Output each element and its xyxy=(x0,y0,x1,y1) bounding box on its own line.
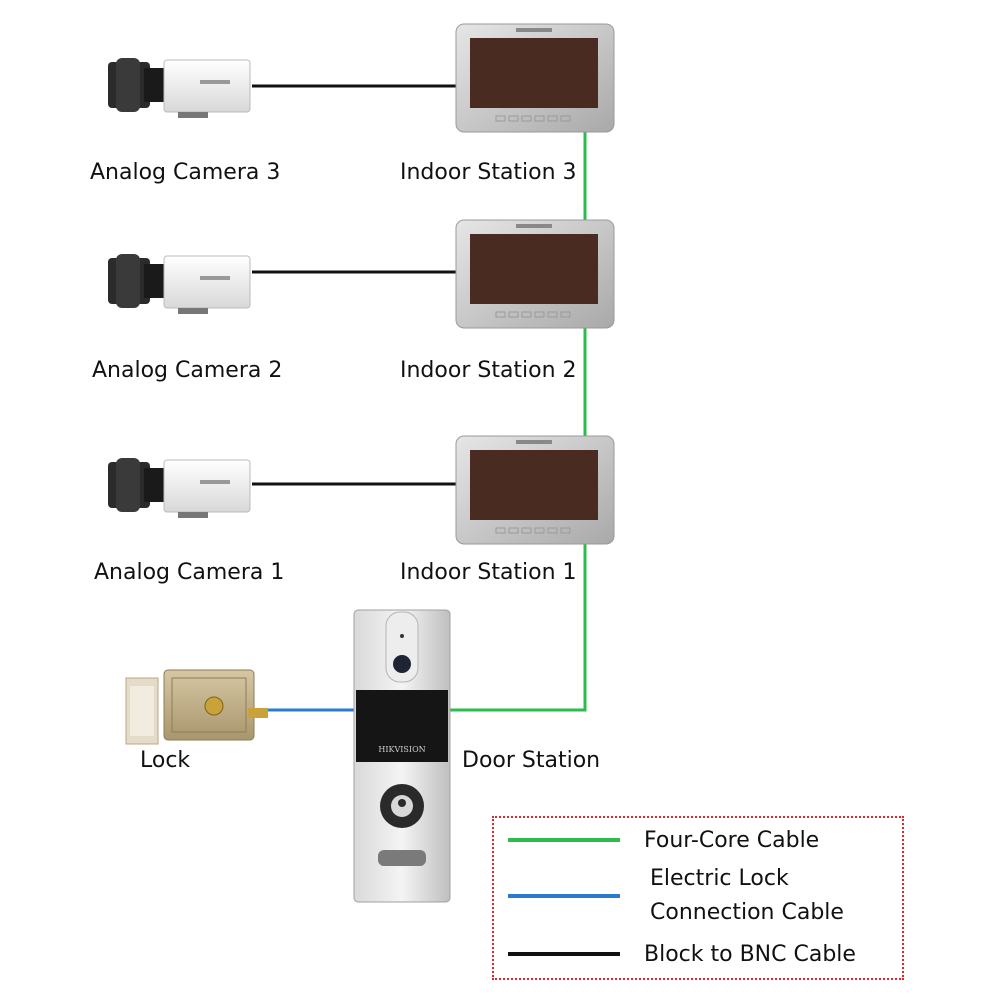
indoor-station-3-label: Indoor Station 3 xyxy=(400,160,577,185)
camera-3-label: Analog Camera 3 xyxy=(90,160,281,185)
camera-2-label: Analog Camera 2 xyxy=(92,358,283,383)
indoor-station-2-label: Indoor Station 2 xyxy=(400,358,577,383)
legend-swatches xyxy=(508,838,620,956)
legend-lock-cable-label-2: Connection Cable xyxy=(650,900,844,925)
indoor-station-2 xyxy=(455,219,615,329)
legend-four-core-label: Four-Core Cable xyxy=(644,828,820,853)
indoor-station-1-label: Indoor Station 1 xyxy=(400,560,577,585)
brand-logo: HIKVISION xyxy=(378,745,425,754)
legend: Four-Core Cable Electric Lock Connection… xyxy=(492,816,904,980)
indoor-station-1 xyxy=(455,435,615,545)
four-core-cable-1-door xyxy=(450,542,587,712)
legend-bnc-label: Block to BNC Cable xyxy=(644,942,856,967)
door-station: HIKVISION xyxy=(353,609,451,903)
camera-1-label: Analog Camera 1 xyxy=(94,560,285,585)
analog-camera-2 xyxy=(107,253,251,315)
door-station-label: Door Station xyxy=(462,748,601,773)
lock-label: Lock xyxy=(140,748,191,773)
analog-camera-3 xyxy=(107,57,251,119)
analog-camera-1 xyxy=(107,457,251,519)
indoor-station-3 xyxy=(455,23,615,133)
legend-lock-cable-label-1: Electric Lock xyxy=(650,866,789,891)
lock-device xyxy=(125,669,268,745)
